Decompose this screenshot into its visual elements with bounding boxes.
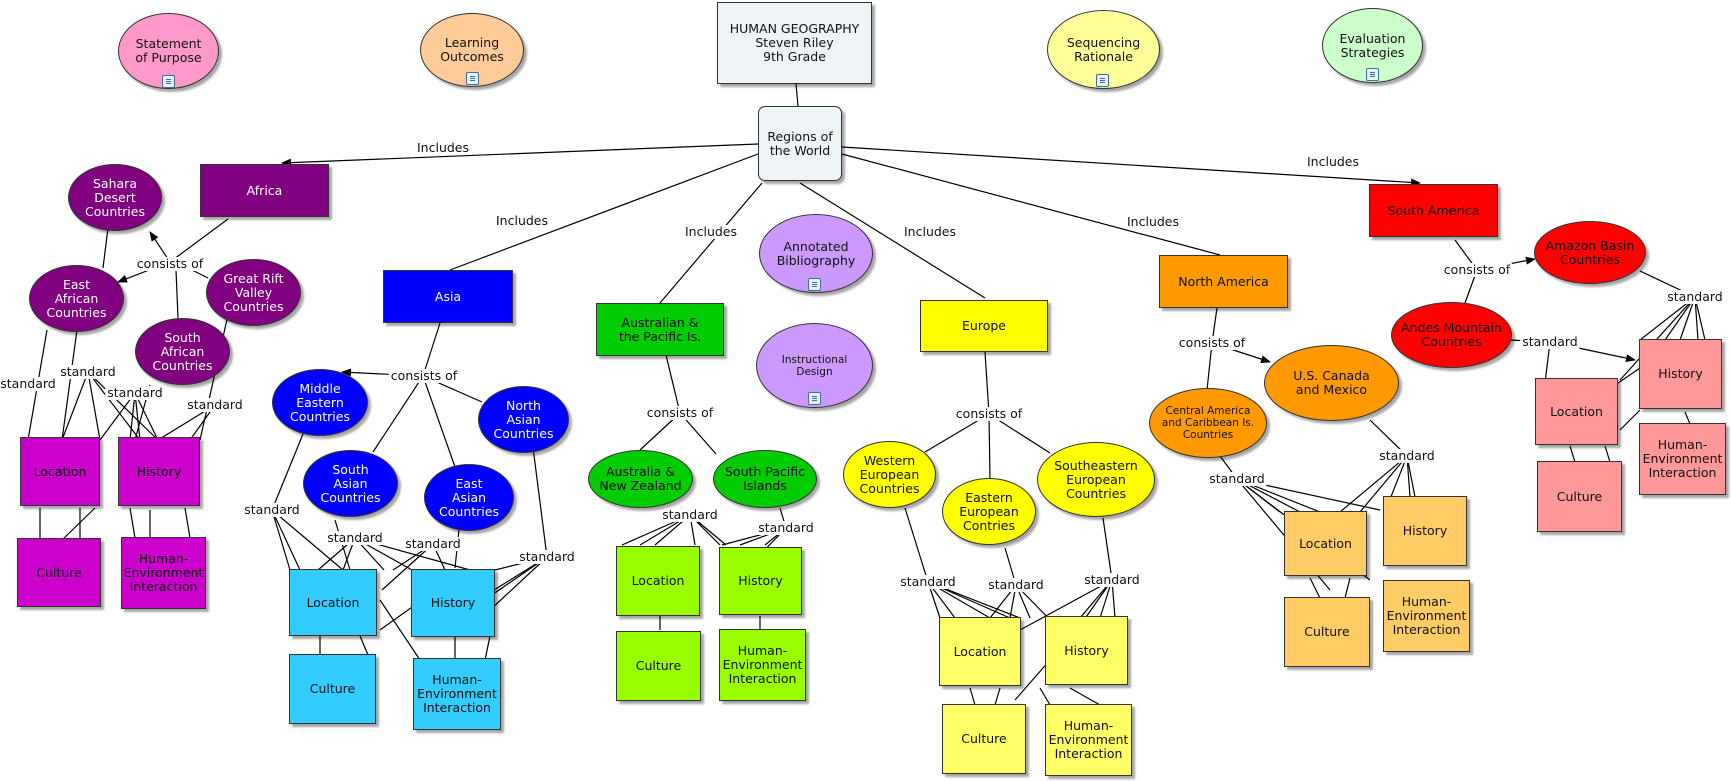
region-europe[interactable]: Europe	[920, 300, 1048, 352]
document-link-icon[interactable]	[466, 72, 479, 85]
europe-standard-label: standard	[1082, 572, 1142, 587]
africa-consists-of-label: consists of	[134, 256, 206, 271]
europe-topic-location[interactable]: Location	[939, 617, 1021, 686]
link-label-includes: Includes	[901, 224, 959, 239]
region-south-america[interactable]: South America	[1369, 184, 1498, 237]
na-topic-location[interactable]: Location	[1284, 511, 1367, 576]
subregion-eastern-european[interactable]: Eastern European Contries	[942, 478, 1036, 545]
link-label-includes: Includes	[1304, 154, 1362, 169]
africa-standard-label: standard	[0, 376, 58, 391]
subregion-southeastern-european[interactable]: Southeastern European Countries	[1037, 442, 1155, 517]
asia-topic-culture[interactable]: Culture	[289, 654, 376, 724]
subregion-south-pacific-islands[interactable]: South Pacific Islands	[713, 450, 817, 508]
sa-topic-history[interactable]: History	[1639, 339, 1722, 409]
link-label-includes: Includes	[682, 224, 740, 239]
na-consists-of-label: consists of	[1176, 335, 1248, 350]
link-label-includes: Includes	[414, 140, 472, 155]
asia-standard-label: standard	[517, 549, 577, 564]
sa-consists-of-label: consists of	[1441, 262, 1513, 277]
europe-standard-label: standard	[898, 574, 958, 589]
asia-standard-label: standard	[325, 530, 385, 545]
africa-topic-human-environment[interactable]: Human- Environment Interaction	[121, 537, 206, 609]
subregion-middle-eastern[interactable]: Middle Eastern Countries	[272, 369, 368, 436]
region-asia[interactable]: Asia	[383, 270, 513, 323]
region-australian-pacific[interactable]: Australian & the Pacific Is.	[596, 303, 724, 356]
na-topic-history[interactable]: History	[1383, 496, 1467, 566]
sa-standard-label: standard	[1665, 289, 1725, 304]
aus-topic-history[interactable]: History	[719, 547, 802, 615]
aus-topic-culture[interactable]: Culture	[616, 631, 701, 701]
document-link-icon[interactable]	[162, 75, 175, 88]
link-label-includes: Includes	[493, 213, 551, 228]
sa-topic-culture[interactable]: Culture	[1537, 461, 1622, 532]
africa-topic-location[interactable]: Location	[20, 437, 100, 506]
asia-topic-location[interactable]: Location	[289, 569, 377, 636]
subregion-australia-new-zealand[interactable]: Australia & New Zealand	[588, 450, 693, 508]
europe-consists-of-label: consists of	[953, 406, 1025, 421]
europe-topic-history[interactable]: History	[1045, 616, 1128, 685]
sa-topic-human-environment[interactable]: Human- Environment Interaction	[1639, 423, 1726, 495]
subregion-east-asian[interactable]: East Asian Countries	[424, 464, 514, 531]
document-link-icon[interactable]	[808, 278, 821, 291]
aus-topic-location[interactable]: Location	[616, 546, 700, 616]
subregion-central-america-caribbean[interactable]: Central America and Caribbean Is. Countr…	[1149, 388, 1267, 458]
africa-standard-label: standard	[105, 385, 165, 400]
na-topic-human-environment[interactable]: Human- Environment Interaction	[1383, 580, 1470, 652]
na-standard-label: standard	[1207, 471, 1267, 486]
na-topic-culture[interactable]: Culture	[1284, 597, 1370, 667]
subregion-amazon-basin[interactable]: Amazon Basin Countries	[1534, 221, 1646, 284]
link-label-includes: Includes	[1124, 214, 1182, 229]
document-link-icon[interactable]	[808, 392, 821, 405]
title-node[interactable]: HUMAN GEOGRAPHY Steven Riley 9th Grade	[717, 2, 872, 84]
aus-standard-label: standard	[756, 520, 816, 535]
aus-consists-of-label: consists of	[644, 405, 716, 420]
asia-standard-label: standard	[242, 502, 302, 517]
subregion-south-african[interactable]: South African Countries	[135, 318, 230, 385]
asia-consists-of-label: consists of	[388, 368, 460, 383]
subregion-sahara-desert[interactable]: Sahara Desert Countries	[68, 164, 162, 231]
subregion-us-canada-mexico[interactable]: U.S. Canada and Mexico	[1264, 345, 1399, 421]
africa-topic-history[interactable]: History	[118, 437, 200, 506]
sa-standard-label: standard	[1520, 334, 1580, 349]
aus-standard-label: standard	[660, 507, 720, 522]
sa-topic-location[interactable]: Location	[1535, 378, 1618, 445]
subregion-south-asian[interactable]: South Asian Countries	[303, 450, 398, 517]
asia-topic-human-environment[interactable]: Human- Environment Interaction	[413, 658, 501, 730]
africa-standard-label: standard	[185, 397, 245, 412]
subregion-north-asian[interactable]: North Asian Countries	[478, 386, 569, 453]
europe-topic-culture[interactable]: Culture	[942, 704, 1026, 774]
subregion-andes-mountain[interactable]: Andes Mountain Countries	[1391, 302, 1512, 368]
europe-topic-human-environment[interactable]: Human- Environment Interaction	[1045, 704, 1132, 776]
subregion-east-african[interactable]: East African Countries	[29, 265, 124, 332]
document-link-icon[interactable]	[1366, 68, 1379, 81]
root-node[interactable]: Regions of the World	[758, 106, 842, 181]
region-north-america[interactable]: North America	[1159, 255, 1288, 308]
asia-topic-history[interactable]: History	[411, 569, 495, 637]
europe-standard-label: standard	[986, 577, 1046, 592]
subregion-western-european[interactable]: Western European Countries	[843, 441, 936, 508]
africa-standard-label: standard	[58, 364, 118, 379]
na-standard-label: standard	[1377, 448, 1437, 463]
side-node-statement-of-purpose[interactable]: Statement of Purpose	[118, 13, 219, 89]
aus-topic-human-environment[interactable]: Human- Environment Interaction	[719, 629, 806, 701]
document-link-icon[interactable]	[1096, 74, 1109, 87]
subregion-great-rift-valley[interactable]: Great Rift Valley Countries	[206, 259, 301, 326]
africa-topic-culture[interactable]: Culture	[17, 538, 101, 607]
asia-standard-label: standard	[403, 536, 463, 551]
region-africa[interactable]: Africa	[200, 164, 329, 217]
